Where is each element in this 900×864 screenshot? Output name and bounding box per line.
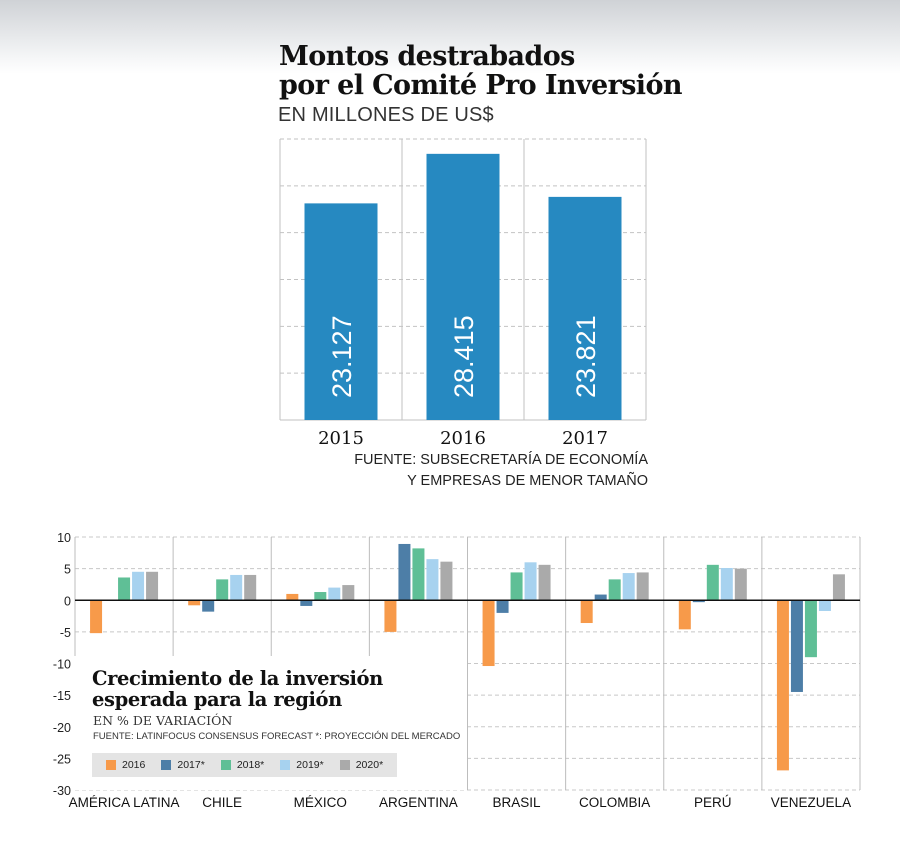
chart2-bar-3-2 bbox=[412, 548, 425, 601]
chart1-value-label-2017: 23.821 bbox=[571, 315, 601, 398]
chart2-bar-2-1 bbox=[300, 600, 313, 606]
chart2-bar-7-4 bbox=[832, 574, 845, 601]
chart1-bar-2017 bbox=[548, 196, 622, 420]
chart2-y-tick-label: -15 bbox=[53, 689, 71, 703]
chart2-legend-swatch bbox=[161, 760, 172, 770]
chart1-source-line-1: FUENTE: SUBSECRETARÍA DE ECONOMÍA bbox=[354, 452, 648, 468]
chart2-legend-item: 2017* bbox=[161, 759, 205, 771]
chart2-bar-0-3 bbox=[132, 571, 145, 601]
chart2-legend-swatch bbox=[280, 760, 291, 770]
chart2-bar-2-4 bbox=[342, 585, 355, 601]
chart2-bar-6-3 bbox=[720, 567, 733, 601]
chart2-legend-item: 2018* bbox=[220, 759, 265, 771]
chart2-category-label-1: CHILE bbox=[202, 795, 242, 810]
chart2-bar-4-2 bbox=[510, 572, 523, 601]
chart2-bar-1-1 bbox=[202, 600, 215, 612]
chart2-bar-4-4 bbox=[538, 564, 551, 601]
chart2-legend-label: 2019* bbox=[296, 759, 324, 771]
chart2-category-label-6: PERÚ bbox=[694, 795, 732, 810]
chart2-y-tick-label: 0 bbox=[64, 594, 71, 608]
chart2-legend-item: 2019* bbox=[280, 759, 324, 771]
chart1-category-label-2015: 2015 bbox=[318, 428, 364, 449]
chart2-bar-7-3 bbox=[818, 600, 831, 612]
chart2-bar-7-1 bbox=[790, 600, 803, 692]
chart1-value-label-2016: 28.415 bbox=[449, 315, 479, 398]
chart2-bar-4-1 bbox=[496, 600, 509, 613]
chart2-category-label-7: VENEZUELA bbox=[771, 795, 851, 810]
chart2-bar-1-3 bbox=[230, 574, 243, 601]
chart2-title: Crecimiento de la inversión esperada par… bbox=[92, 668, 383, 710]
chart2-bar-7-2 bbox=[804, 600, 817, 658]
chart2-bar-6-0 bbox=[678, 600, 691, 630]
chart2-category-label-2: MÉXICO bbox=[294, 795, 347, 810]
chart2-category-label-3: ARGENTINA bbox=[379, 795, 458, 810]
chart2-source: FUENTE: LATINFOCUS CONSENSUS FORECAST *:… bbox=[93, 731, 461, 742]
chart2-bar-6-4 bbox=[734, 568, 747, 601]
chart2-y-tick-label: -20 bbox=[53, 721, 71, 735]
chart2-bar-5-3 bbox=[622, 573, 635, 601]
chart2-bar-7-0 bbox=[776, 600, 789, 771]
chart2-bar-6-2 bbox=[706, 564, 719, 601]
chart2-subtitle: EN % DE VARIACIÓN bbox=[93, 713, 233, 728]
chart2-category-label-0: AMÉRICA LATINA bbox=[69, 795, 180, 810]
chart2-legend-swatch bbox=[220, 760, 231, 770]
chart2-bar-2-2 bbox=[314, 592, 327, 601]
chart2-bar-1-0 bbox=[188, 600, 201, 606]
chart2-bar-6-1 bbox=[692, 600, 705, 603]
chart1-bar-2015 bbox=[304, 203, 378, 420]
chart2-bar-3-4 bbox=[440, 561, 453, 601]
chart2-bar-3-1 bbox=[398, 543, 411, 601]
chart2-bar-3-0 bbox=[384, 600, 397, 632]
header-band bbox=[0, 0, 900, 74]
chart2-y-tick-label: -5 bbox=[60, 626, 71, 640]
chart2-bar-5-2 bbox=[608, 579, 621, 601]
chart1-category-label-2017: 2017 bbox=[562, 428, 608, 449]
chart2-bar-1-2 bbox=[216, 579, 229, 601]
chart2-legend-label: 2017* bbox=[177, 759, 205, 771]
chart2-bar-0-4 bbox=[146, 571, 159, 601]
chart2-bar-5-1 bbox=[594, 594, 607, 601]
chart2-bar-1-4 bbox=[244, 574, 257, 601]
chart1-subtitle: EN MILLONES DE US$ bbox=[278, 104, 494, 126]
chart2-bar-0-2 bbox=[118, 577, 131, 601]
chart2-category-label-5: COLOMBIA bbox=[579, 795, 650, 810]
chart2-y-tick-label: -10 bbox=[53, 658, 71, 672]
chart2-bar-4-3 bbox=[524, 562, 537, 601]
chart2-y-tick-label: 5 bbox=[64, 563, 71, 577]
chart2-y-tick-label: -25 bbox=[53, 752, 71, 766]
chart2-legend: 2016 2017* 2018* 2019* 2020* bbox=[92, 753, 397, 777]
chart1-source-line-2: Y EMPRESAS DE MENOR TAMAÑO bbox=[407, 473, 648, 489]
chart1-source: FUENTE: SUBSECRETARÍA DE ECONOMÍA Y EMPR… bbox=[340, 450, 648, 492]
chart2-bar-3-3 bbox=[426, 559, 439, 601]
chart2-legend-swatch bbox=[339, 760, 350, 770]
chart2-bar-2-0 bbox=[286, 593, 299, 601]
chart2-title-line-2: esperada para la región bbox=[92, 688, 342, 711]
chart2-category-label-4: BRASIL bbox=[493, 795, 542, 810]
chart2-legend-swatch bbox=[106, 760, 116, 770]
chart2-bar-0-0 bbox=[90, 600, 103, 634]
chart2-bar-5-0 bbox=[580, 600, 593, 624]
chart2-bar-5-4 bbox=[636, 572, 649, 601]
chart2-legend-label: 2018* bbox=[236, 759, 265, 771]
chart1-title-line-2: por el Comité Pro Inversión bbox=[279, 70, 683, 101]
chart2-title-line-1: Crecimiento de la inversión bbox=[92, 667, 383, 690]
chart2-bar-4-0 bbox=[482, 600, 495, 667]
chart1-value-label-2015: 23.127 bbox=[327, 315, 357, 398]
chart1-category-label-2016: 2016 bbox=[440, 428, 486, 449]
chart2-y-tick-label: -30 bbox=[53, 784, 71, 798]
chart2-bar-2-3 bbox=[328, 587, 341, 601]
chart2-legend-item: 2016 bbox=[106, 759, 145, 771]
chart1-bar-2016 bbox=[426, 153, 500, 420]
chart1-title: Montos destrabados por el Comité Pro Inv… bbox=[279, 41, 683, 101]
chart2-legend-label: 2020* bbox=[355, 759, 384, 771]
chart2-legend-label: 2016 bbox=[122, 759, 146, 771]
chart2-legend-item: 2020* bbox=[339, 759, 384, 771]
chart1-title-line-1: Montos destrabados bbox=[279, 41, 575, 72]
chart2-y-tick-label: 10 bbox=[57, 531, 71, 545]
